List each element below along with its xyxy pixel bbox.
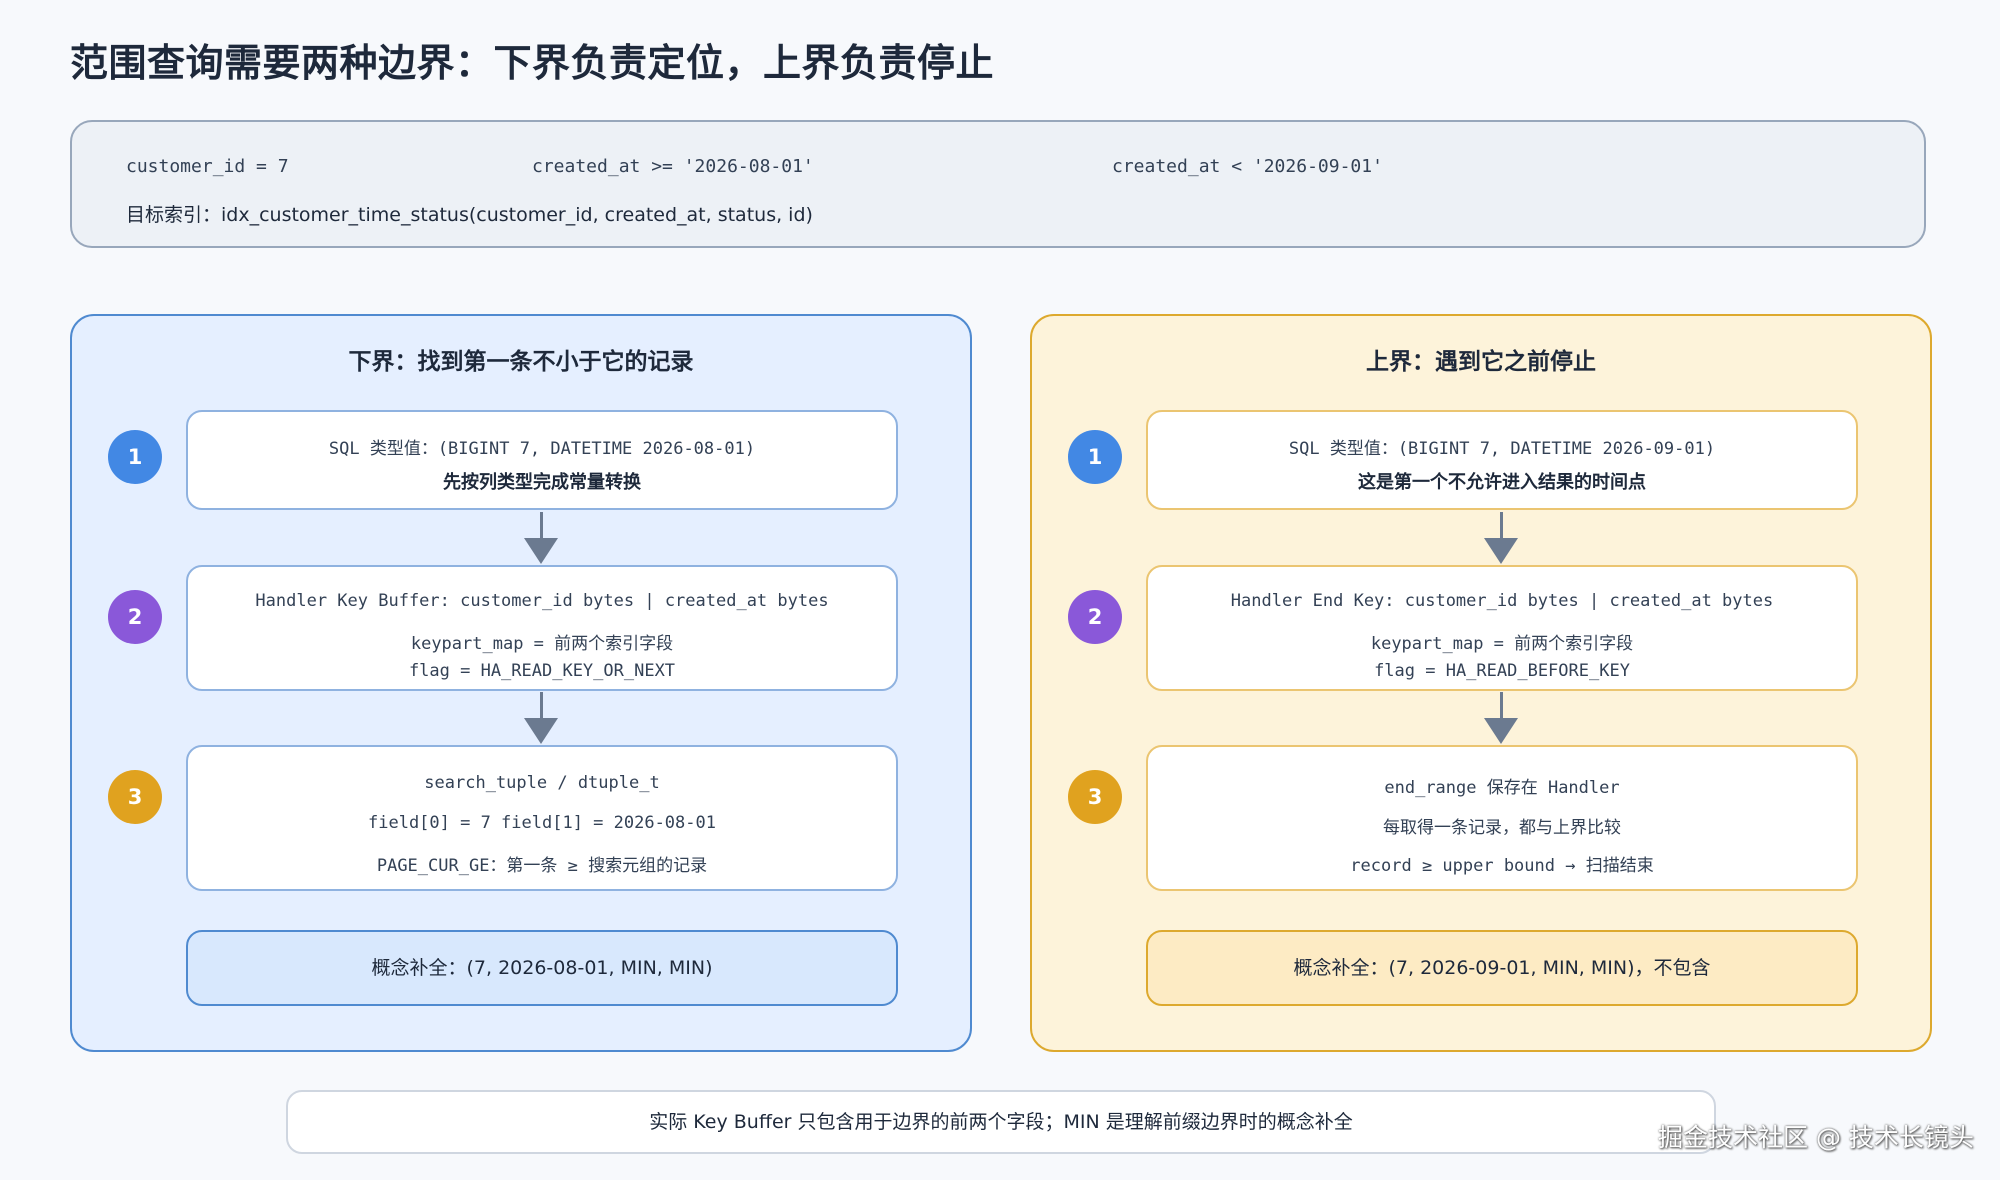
upper-step-3-line-3: record ≥ upper bound → 扫描结束 (1350, 856, 1654, 876)
arrow-down-icon (1484, 718, 1518, 744)
step-3-badge: 3 (108, 770, 162, 824)
arrow-down-icon (524, 718, 558, 744)
step-2-badge: 2 (1068, 590, 1122, 644)
lower-step-2-line-2: keypart_map = 前两个索引字段 (410, 634, 674, 654)
step-3-badge: 3 (1068, 770, 1122, 824)
upper-bound-title: 上界：遇到它之前停止 (1366, 349, 1596, 375)
upper-step-3-line-1: end_range 保存在 Handler (1384, 778, 1620, 798)
lower-step-2-line-1: Handler Key Buffer: customer_id bytes | … (255, 591, 829, 611)
lower-step-3-line-2: field[0] = 7 field[1] = 2026-08-01 (368, 813, 716, 833)
upper-step-1-line-1: SQL 类型值：(BIGINT 7, DATETIME 2026-09-01) (1288, 439, 1716, 459)
lower-step-3-line-3: PAGE_CUR_GE：第一条 ≥ 搜索元组的记录 (376, 856, 708, 876)
lower-step-1-line-2: 先按列类型完成常量转换 (443, 472, 641, 493)
upper-step-2-box: Handler End Key: customer_id bytes | cre… (1146, 565, 1858, 691)
lower-step-2-line-3: flag = HA_READ_KEY_OR_NEXT (408, 661, 676, 681)
query-condition-upper: created_at < '2026-09-01' (1112, 156, 1383, 177)
lower-step-1-box: SQL 类型值：(BIGINT 7, DATETIME 2026-08-01) … (186, 410, 898, 510)
lower-concept-box: 概念补全：(7, 2026-08-01, MIN, MIN) (186, 930, 898, 1006)
arrow-shaft (1500, 512, 1503, 540)
upper-step-2-line-1: Handler End Key: customer_id bytes | cre… (1230, 591, 1774, 611)
arrow-shaft (540, 512, 543, 540)
upper-step-2-line-2: keypart_map = 前两个索引字段 (1370, 634, 1634, 654)
upper-step-1-line-2: 这是第一个不允许进入结果的时间点 (1358, 472, 1646, 493)
upper-concept-box: 概念补全：(7, 2026-09-01, MIN, MIN)，不包含 (1146, 930, 1858, 1006)
upper-step-1-box: SQL 类型值：(BIGINT 7, DATETIME 2026-09-01) … (1146, 410, 1858, 510)
arrow-down-icon (524, 538, 558, 564)
watermark: 掘金技术社区 @ 技术长镜头 (1658, 1123, 1974, 1152)
lower-step-3-box: search_tuple / dtuple_t field[0] = 7 fie… (186, 745, 898, 891)
lower-step-3-line-1: search_tuple / dtuple_t (424, 773, 660, 793)
upper-step-2-line-3: flag = HA_READ_BEFORE_KEY (1374, 661, 1630, 681)
lower-bound-title: 下界：找到第一条不小于它的记录 (348, 349, 694, 375)
query-condition-customer: customer_id = 7 (126, 156, 289, 177)
target-index: 目标索引：idx_customer_time_status(customer_i… (126, 204, 813, 226)
lower-bound-panel: 下界：找到第一条不小于它的记录 1 SQL 类型值：(BIGINT 7, DAT… (70, 314, 972, 1052)
step-1-badge: 1 (108, 430, 162, 484)
arrow-shaft (1500, 692, 1503, 720)
upper-step-3-line-2: 每取得一条记录，都与上界比较 (1383, 818, 1621, 838)
upper-step-3-box: end_range 保存在 Handler 每取得一条记录，都与上界比较 rec… (1146, 745, 1858, 891)
query-conditions-box: customer_id = 7 created_at >= '2026-08-0… (70, 120, 1926, 248)
upper-bound-panel: 上界：遇到它之前停止 1 SQL 类型值：(BIGINT 7, DATETIME… (1030, 314, 1932, 1052)
arrow-down-icon (1484, 538, 1518, 564)
query-condition-lower: created_at >= '2026-08-01' (532, 156, 814, 177)
arrow-shaft (540, 692, 543, 720)
lower-step-2-box: Handler Key Buffer: customer_id bytes | … (186, 565, 898, 691)
step-2-badge: 2 (108, 590, 162, 644)
lower-step-1-line-1: SQL 类型值：(BIGINT 7, DATETIME 2026-08-01) (328, 439, 756, 459)
step-1-badge: 1 (1068, 430, 1122, 484)
page-title: 范围查询需要两种边界：下界负责定位，上界负责停止 (70, 41, 995, 85)
footer-note: 实际 Key Buffer 只包含用于边界的前两个字段；MIN 是理解前缀边界时… (286, 1090, 1716, 1154)
